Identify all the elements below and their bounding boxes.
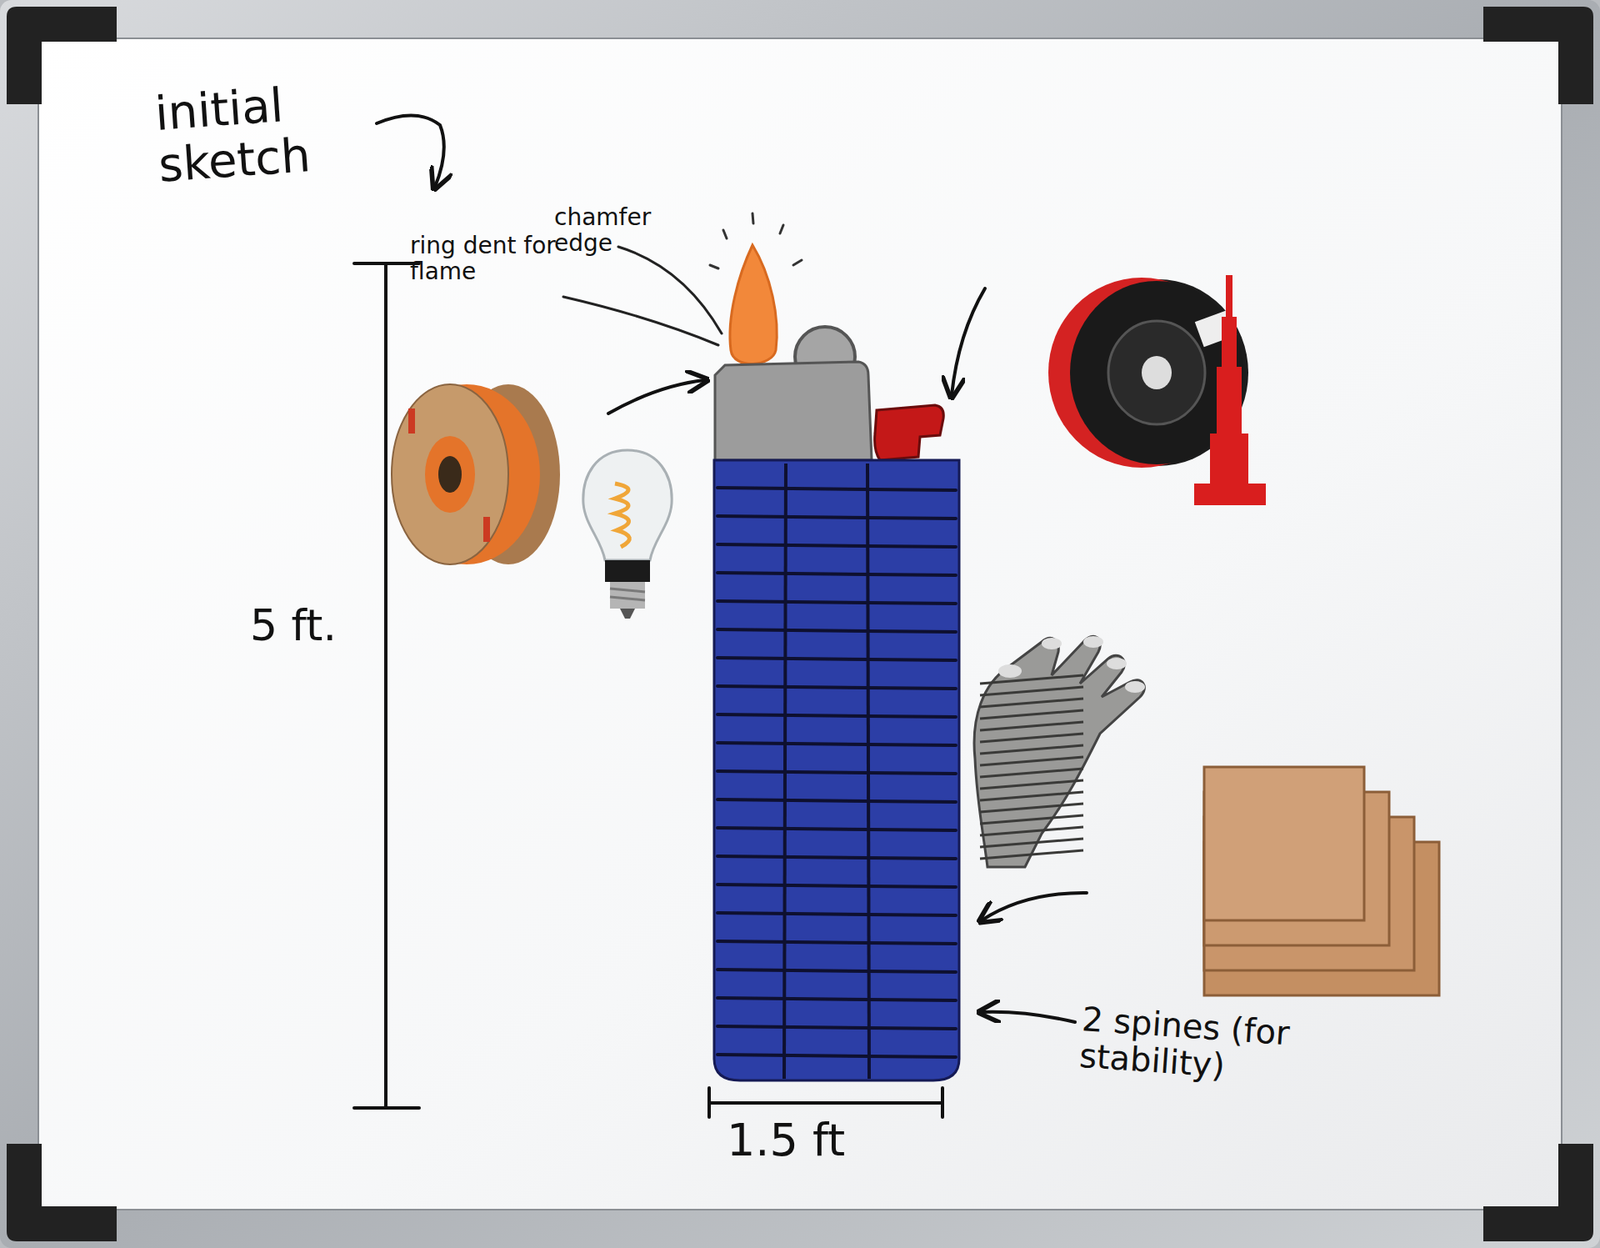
chamfer-note: chamfer edge [554, 205, 692, 257]
layer-line [980, 838, 1084, 847]
mdf-boards-photo [1204, 766, 1440, 995]
sketch-arrows [376, 115, 1087, 1022]
red-button [875, 405, 945, 460]
layer-line [980, 721, 1084, 730]
orange-spool-photo [391, 384, 560, 565]
body-stripe [717, 827, 956, 830]
body-stripe [717, 969, 956, 972]
body-stripe [717, 657, 956, 660]
body-stripe [717, 544, 956, 547]
body-stripe [717, 997, 956, 1000]
layer-line [980, 698, 1084, 707]
body-stripe [717, 685, 956, 689]
height-dimension [354, 263, 420, 1108]
layer-line [980, 826, 1084, 835]
body-stripe [717, 855, 956, 859]
flame [730, 245, 777, 365]
lighter-drawing [710, 213, 960, 1080]
body-stripe [717, 742, 956, 745]
body-stripes [717, 487, 956, 1057]
frame-corner [1483, 6, 1594, 105]
body-stripe [717, 770, 956, 774]
bulb-photo [583, 450, 672, 619]
frame-corner [6, 6, 117, 105]
body-stripe [717, 714, 956, 717]
body-stripe [717, 572, 956, 575]
layer-line [980, 815, 1084, 824]
layer-line [980, 780, 1084, 789]
frame-corner [6, 1143, 117, 1241]
body-stripe [717, 912, 956, 915]
red-tower-model [1194, 275, 1266, 505]
body-spines [784, 463, 870, 1079]
hand-sculpture-photo [974, 635, 1145, 867]
body-stripe [717, 487, 956, 490]
layer-line [980, 756, 1084, 765]
layer-line [980, 710, 1084, 719]
layer-line [980, 733, 1084, 742]
lighter-body [714, 460, 960, 1080]
layer-line [980, 745, 1084, 754]
body-stripe [717, 629, 956, 632]
body-stripe [717, 884, 956, 887]
layer-line [980, 686, 1084, 695]
board-surface [38, 38, 1562, 1210]
height-dimension-label: 5 ft. [250, 601, 337, 650]
body-stripe [717, 600, 956, 604]
body-stripe [717, 799, 956, 802]
leader-lines [563, 246, 722, 345]
layer-line [980, 803, 1084, 812]
body-stripe [717, 1025, 956, 1029]
layer-line [980, 675, 1084, 684]
width-dimension [709, 1087, 943, 1117]
sketch-title-note: initial sketch [153, 73, 377, 191]
frame-corner [1483, 1143, 1594, 1241]
steel-hood [715, 361, 872, 460]
layer-line [980, 850, 1084, 859]
body-stripe [717, 940, 956, 944]
body-stripe [717, 1054, 956, 1057]
layer-line [980, 791, 1084, 800]
width-dimension-label: 1.5 ft [726, 1115, 845, 1165]
ring-dent-note: ring dent for flame [410, 233, 556, 285]
body-stripe [717, 515, 956, 519]
layer-line [980, 768, 1084, 777]
